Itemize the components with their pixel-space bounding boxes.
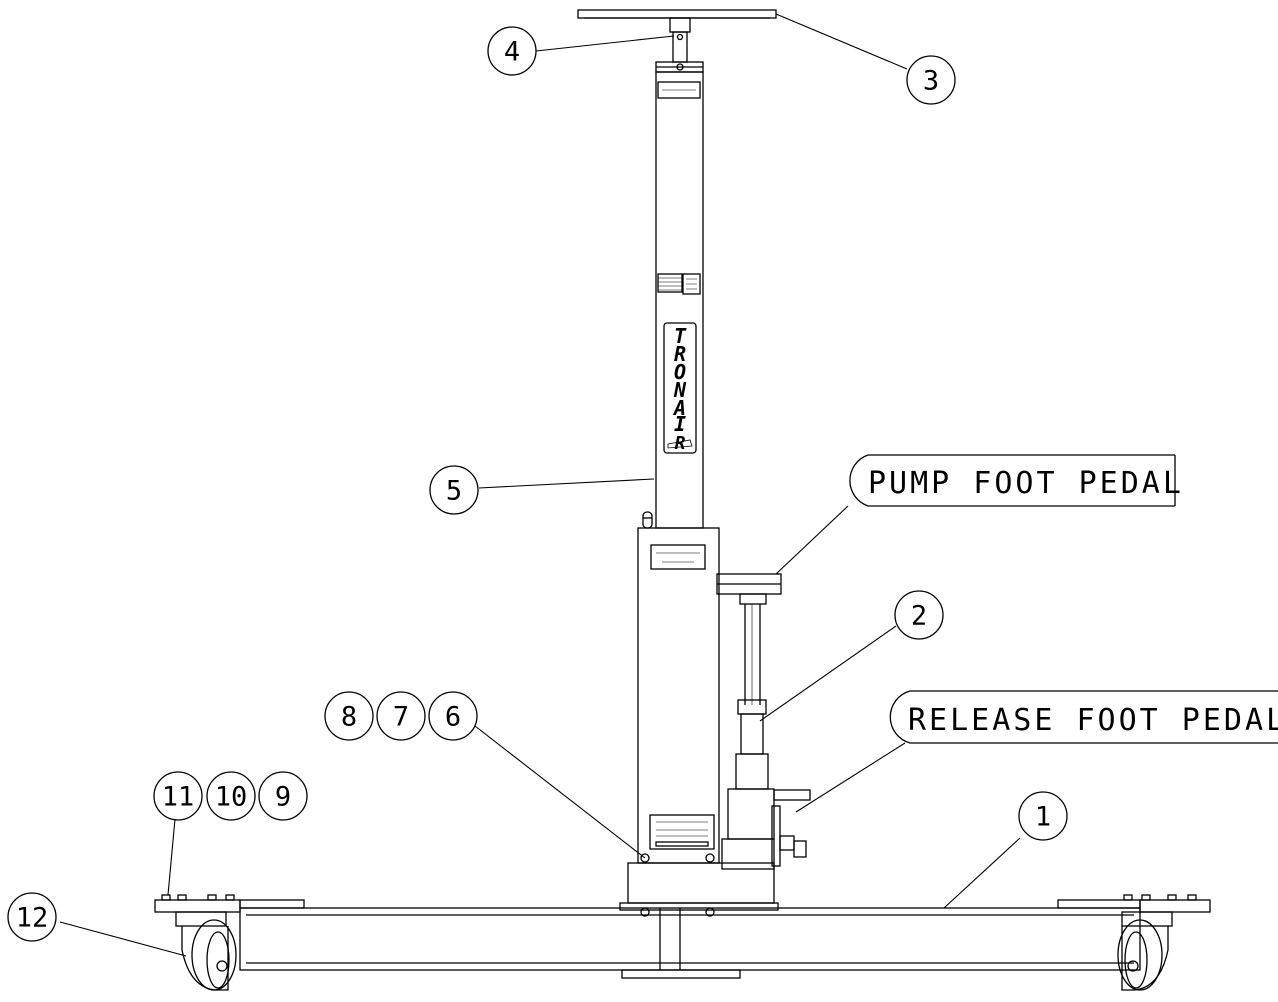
pump-assembly <box>716 573 811 870</box>
logo-letter-7: R <box>675 433 686 454</box>
logo-letter-3: O <box>674 360 686 384</box>
balloon-1: 1 <box>1035 802 1051 833</box>
release-foot-pedal-callout-frame <box>889 690 1278 744</box>
balloon-2: 2 <box>911 601 927 632</box>
balloon-12: 12 <box>16 903 49 934</box>
balloon-7: 7 <box>393 702 409 733</box>
left-caster <box>161 894 237 991</box>
pump-foot-pedal-label: PUMP FOOT PEDAL <box>868 466 1184 501</box>
logo-letter-6: I <box>674 412 686 436</box>
pump-foot-pedal-callout-frame <box>849 454 1176 507</box>
balloon-circles <box>7 26 1068 942</box>
base-frame <box>154 899 1211 979</box>
balloon-6: 6 <box>445 702 461 733</box>
logo-letter-1: T <box>674 324 687 348</box>
ram-tube <box>655 61 704 529</box>
right-caster <box>1117 894 1197 991</box>
balloon-10: 10 <box>215 782 248 813</box>
base-block <box>619 853 779 917</box>
leader-lines <box>59 13 1021 957</box>
balloon-5: 5 <box>446 476 462 507</box>
logo-letter-5: A <box>672 396 686 420</box>
reservoir-housing <box>637 527 720 864</box>
balloon-3: 3 <box>923 66 939 97</box>
balloon-11: 11 <box>162 782 195 813</box>
logo-letter-2: R <box>674 342 686 366</box>
logo-letter-4: N <box>673 378 687 402</box>
balloon-4: 4 <box>504 37 520 68</box>
saddle-pad <box>577 9 777 63</box>
release-knob <box>642 511 653 529</box>
balloon-9: 9 <box>275 782 291 813</box>
balloon-8: 8 <box>341 702 357 733</box>
release-foot-pedal-label: RELEASE FOOT PEDAL <box>908 703 1278 738</box>
